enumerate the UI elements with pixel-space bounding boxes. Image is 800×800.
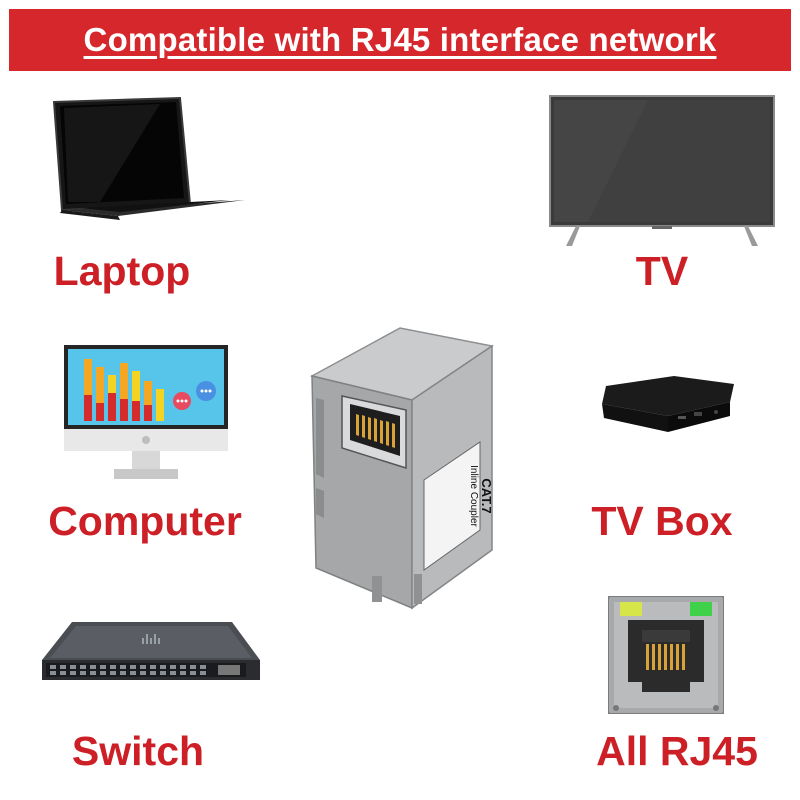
computer-label: Computer [48,498,242,544]
tv-label: TV [635,248,689,294]
rj45-port-icon [608,596,724,714]
switch-label: Switch [71,728,205,774]
tv-box-icon [602,376,734,432]
header-banner: Compatible with RJ45 interface network [9,9,791,71]
coupler-label-line1: CAT.7 [479,478,494,514]
coupler-label-panel: CAT.7 Inline Coupler [458,458,494,534]
banner-title: Compatible with RJ45 interface network [83,21,717,58]
rj45-label: All RJ45 [596,728,758,774]
tvbox-label: TV Box [591,498,733,544]
network-switch-icon [42,622,260,680]
laptop-icon [52,96,245,220]
desktop-computer-icon [64,345,228,479]
cat7-inline-coupler-icon [309,327,494,610]
laptop-label: Laptop [53,248,191,294]
tv-icon [549,95,775,246]
coupler-label-line2: Inline Coupler [468,465,479,527]
